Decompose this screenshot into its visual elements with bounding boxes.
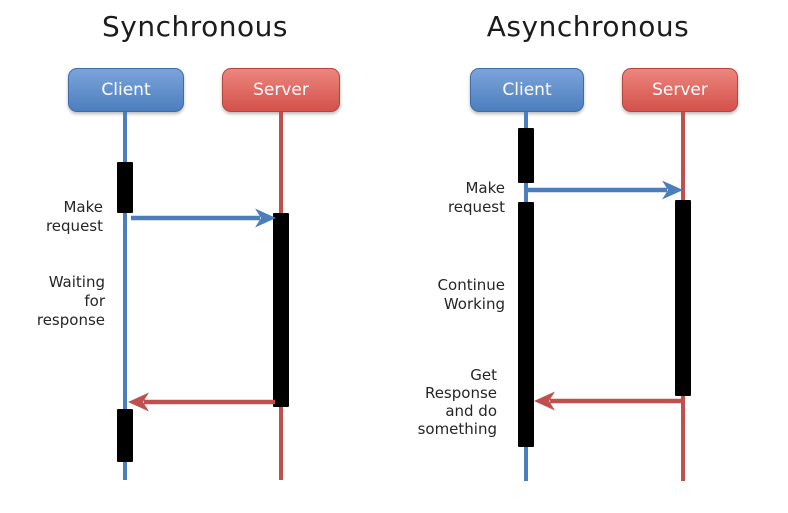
sync-server-actor-label: Server bbox=[253, 80, 309, 100]
async-title: Asynchronous bbox=[486, 10, 690, 43]
sync-title: Synchronous bbox=[102, 10, 288, 43]
async-server-activation-bar bbox=[675, 200, 691, 396]
sync-server-activation-bar bbox=[273, 213, 289, 407]
sync-step-waiting-for-response: Waiting for response bbox=[36, 273, 105, 329]
async-server-actor-label: Server bbox=[652, 80, 708, 100]
async-step-get-response: Get Response and do something bbox=[417, 366, 497, 438]
sync-server-actor-box: Server bbox=[222, 68, 340, 112]
sync-response-arrow bbox=[128, 392, 275, 412]
async-server-actor-box: Server bbox=[622, 68, 738, 112]
sync-client-activation-bar-1 bbox=[117, 162, 133, 213]
sync-client-actor-box: Client bbox=[68, 68, 184, 112]
async-client-activation-bar-2 bbox=[518, 202, 534, 447]
async-step-make-request: Make request bbox=[447, 179, 505, 216]
async-response-arrow bbox=[534, 391, 683, 411]
sync-request-arrow bbox=[131, 208, 276, 228]
async-client-actor-label: Client bbox=[502, 80, 552, 100]
async-request-arrow bbox=[526, 180, 683, 200]
async-client-actor-box: Client bbox=[470, 68, 584, 112]
sync-client-activation-bar-2 bbox=[117, 409, 133, 462]
async-step-continue-working: Continue Working bbox=[437, 276, 505, 313]
async-client-activation-bar-1 bbox=[518, 128, 534, 183]
sync-client-lifeline bbox=[123, 112, 127, 480]
sync-client-actor-label: Client bbox=[101, 80, 151, 100]
sync-step-make-request: Make request bbox=[45, 198, 103, 235]
